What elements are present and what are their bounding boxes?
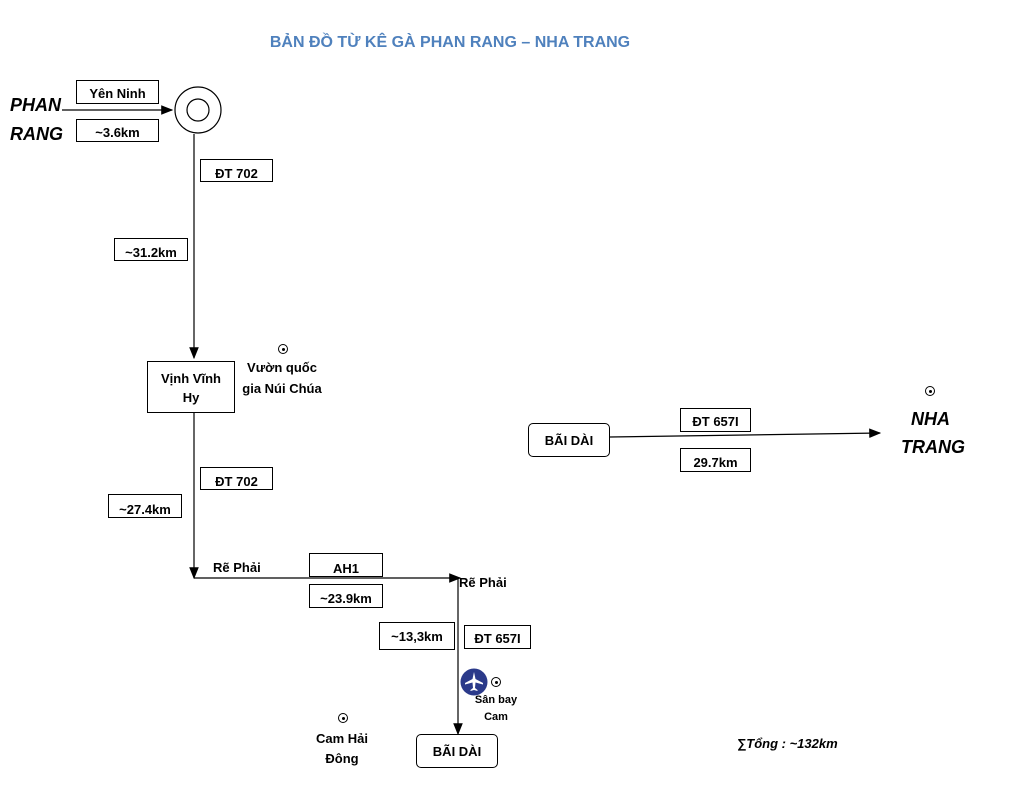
route-arrow-dt657i-b [609,428,882,438]
distance-label-1: ~3.6km [76,119,159,142]
waypoint-line1: Vịnh Vĩnh [161,371,221,386]
waypoint-vinh-vinh-hy: Vịnh Vĩnh Hy [147,361,235,413]
road-label-ah1: AH1 [309,553,383,577]
waypoint-bai-dai-right: BÃI DÀI [528,423,610,457]
poi-label-nui-chua-line2: gia Núi Chúa [242,381,322,396]
road-label-dt702-a: ĐT 702 [200,159,273,182]
start-label-line1: PHAN [10,95,62,115]
airport-label-line1: Sân bay [474,694,518,706]
distance-label-6: 29.7km [680,448,751,472]
distance-label-5: ~13,3km [379,622,455,650]
poi-icon [278,344,288,354]
turn-right-label-2: Rẽ Phải [459,575,507,590]
end-label-line1: NHA [911,409,950,429]
waypoint-bai-dai-bottom: BÃI DÀI [416,734,498,768]
distance-label-3: ~27.4km [108,494,182,518]
road-label-dt657i-a: ĐT 657I [464,625,531,649]
distance-label-4: ~23.9km [309,584,383,608]
poi-label-cam-hai-line1: Cam Hải [315,731,369,746]
waypoint-line2: Hy [182,390,200,405]
end-label-line2: TRANG [901,437,965,457]
map-title: BẢN ĐỒ TỪ KÊ GÀ PHAN RANG – NHA TRANG [269,34,631,51]
poi-icon [925,386,935,396]
start-label-line2: RANG [10,124,63,144]
airplane-icon [460,668,488,696]
road-label-dt702-b: ĐT 702 [200,467,273,490]
airport-label-line2: Cam [484,711,508,723]
turn-right-label-1: Rẽ Phải [213,560,261,575]
road-label-dt657i-b: ĐT 657I [680,408,751,432]
poi-label-cam-hai-line2: Đông [325,751,359,766]
poi-label-nui-chua-line1: Vườn quốc [247,360,317,375]
road-label-yen-ninh: Yên Ninh [76,80,159,104]
total-distance: ∑Tổng : ~132km [737,736,838,751]
poi-icon [338,713,348,723]
distance-label-2: ~31.2km [114,238,188,261]
poi-icon [491,677,501,687]
